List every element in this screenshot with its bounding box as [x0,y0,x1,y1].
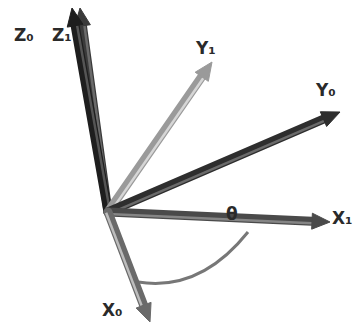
x1-axis [108,212,330,229]
y0-axis [108,112,340,214]
axis-label: Z₁ [52,27,72,44]
axis-arrowhead [320,112,340,127]
axis-arrowhead [195,62,212,81]
axis-rod [108,119,323,212]
axis-highlight [106,213,142,306]
axis-label: X₁ [332,210,353,227]
axis-rod [75,26,108,212]
axis-arrowhead [136,302,151,322]
axis-rod [108,212,144,305]
axis-label: Z₀ [14,27,34,44]
z0-axis [67,8,110,212]
axis-highlight [109,121,324,214]
angle-arc [138,232,248,283]
axis-label: X₀ [102,302,123,319]
axis-label: Y₁ [196,40,216,57]
axis-highlight [77,25,110,211]
axis-highlight [108,214,312,223]
axis-arrowhead [312,213,330,229]
z1-axis [75,8,110,212]
axis-label: θ [226,206,238,223]
axis-arrowhead [67,8,83,27]
axis-label: Y₀ [316,82,336,99]
